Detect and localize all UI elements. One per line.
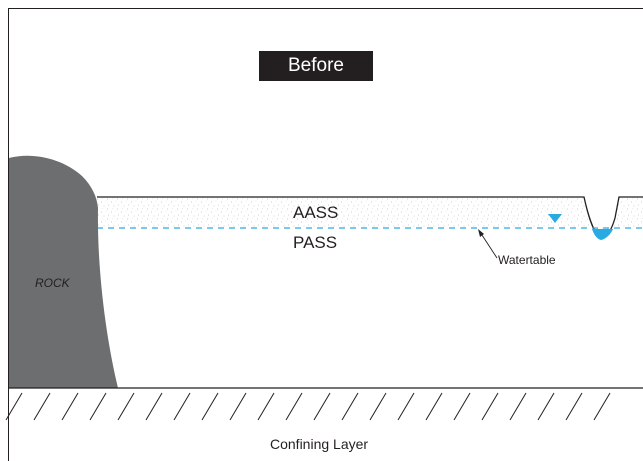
aass-soil-band xyxy=(97,197,643,238)
hatch-mark xyxy=(341,392,359,421)
hatch-mark xyxy=(593,392,611,421)
hatch-mark xyxy=(33,392,51,421)
watertable-arrowhead-icon xyxy=(478,229,484,237)
hatch-mark xyxy=(173,392,191,421)
hatch-mark xyxy=(397,392,415,421)
hatch-mark xyxy=(481,392,499,421)
hatch-mark xyxy=(285,392,303,421)
hatch-mark xyxy=(257,392,275,421)
watertable-label: Watertable xyxy=(498,253,556,267)
hatch-mark xyxy=(201,392,219,421)
aass-label: AASS xyxy=(293,203,339,222)
frame xyxy=(8,8,643,461)
hatch-mark xyxy=(89,392,107,421)
rock-shape xyxy=(9,155,118,388)
confining-layer-hatching xyxy=(5,392,611,421)
hatch-mark xyxy=(369,392,387,421)
pass-label: PASS xyxy=(293,233,338,252)
hatch-mark xyxy=(565,392,583,421)
hatch-mark xyxy=(537,392,555,421)
confining-layer-label: Confining Layer xyxy=(270,436,369,452)
hatch-mark xyxy=(425,392,443,421)
hatch-mark xyxy=(509,392,527,421)
title-before: Before xyxy=(259,51,373,81)
hatch-mark xyxy=(145,392,163,421)
hatch-mark xyxy=(313,392,331,421)
channel-water xyxy=(592,229,613,240)
hatch-mark xyxy=(229,392,247,421)
hatch-mark xyxy=(61,392,79,421)
water-level-marker-icon xyxy=(548,214,562,223)
hatch-mark xyxy=(5,392,23,421)
hatch-mark xyxy=(453,392,471,421)
watertable-leader-line xyxy=(479,231,498,259)
rock-label: ROCK xyxy=(35,276,70,290)
hatch-mark xyxy=(117,392,135,421)
